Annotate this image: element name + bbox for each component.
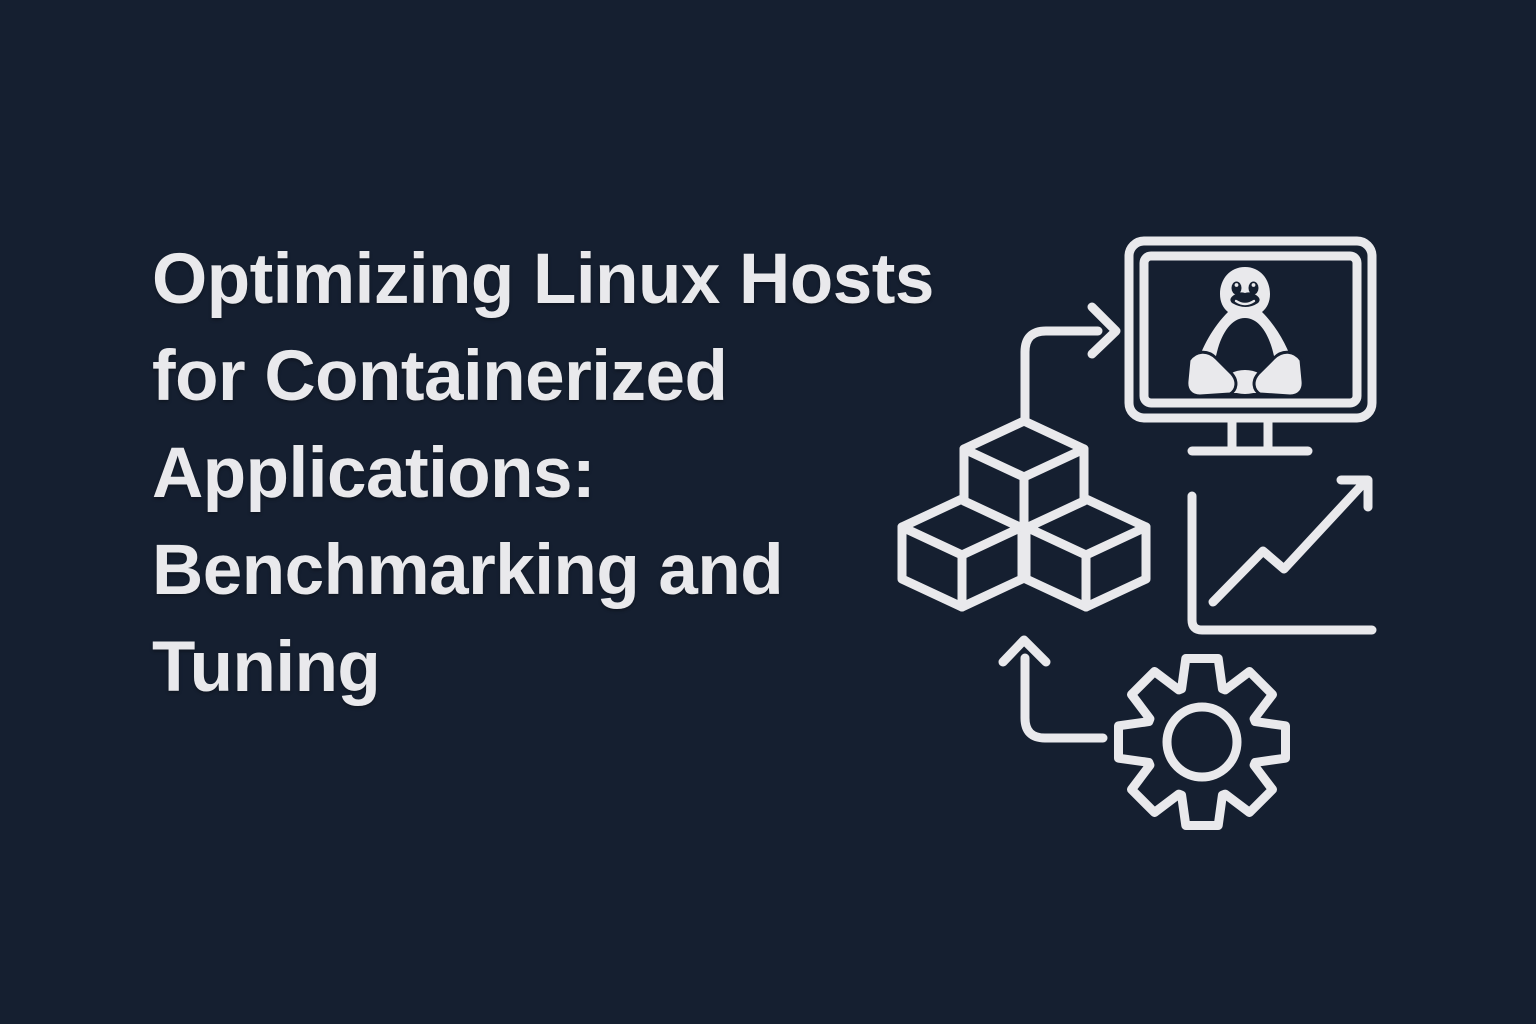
page-title: Optimizing Linux Hosts for Containerized…	[152, 231, 1012, 716]
container-cubes-icon	[897, 416, 1151, 612]
gear-icon	[1114, 654, 1290, 830]
arrow-gear-to-cubes-icon	[998, 635, 1108, 743]
arrow-cubes-to-monitor-icon	[1020, 302, 1121, 463]
linux-monitor-icon	[1124, 236, 1377, 456]
growth-chart-icon	[1187, 475, 1377, 635]
title-line-4: Benchmarking and	[152, 531, 784, 610]
title-line-1: Optimizing Linux Hosts	[152, 240, 934, 319]
title-line-5: Tuning	[152, 628, 381, 707]
title-line-2: for Containerized	[152, 337, 728, 416]
title-line-3: Applications:	[152, 434, 596, 513]
